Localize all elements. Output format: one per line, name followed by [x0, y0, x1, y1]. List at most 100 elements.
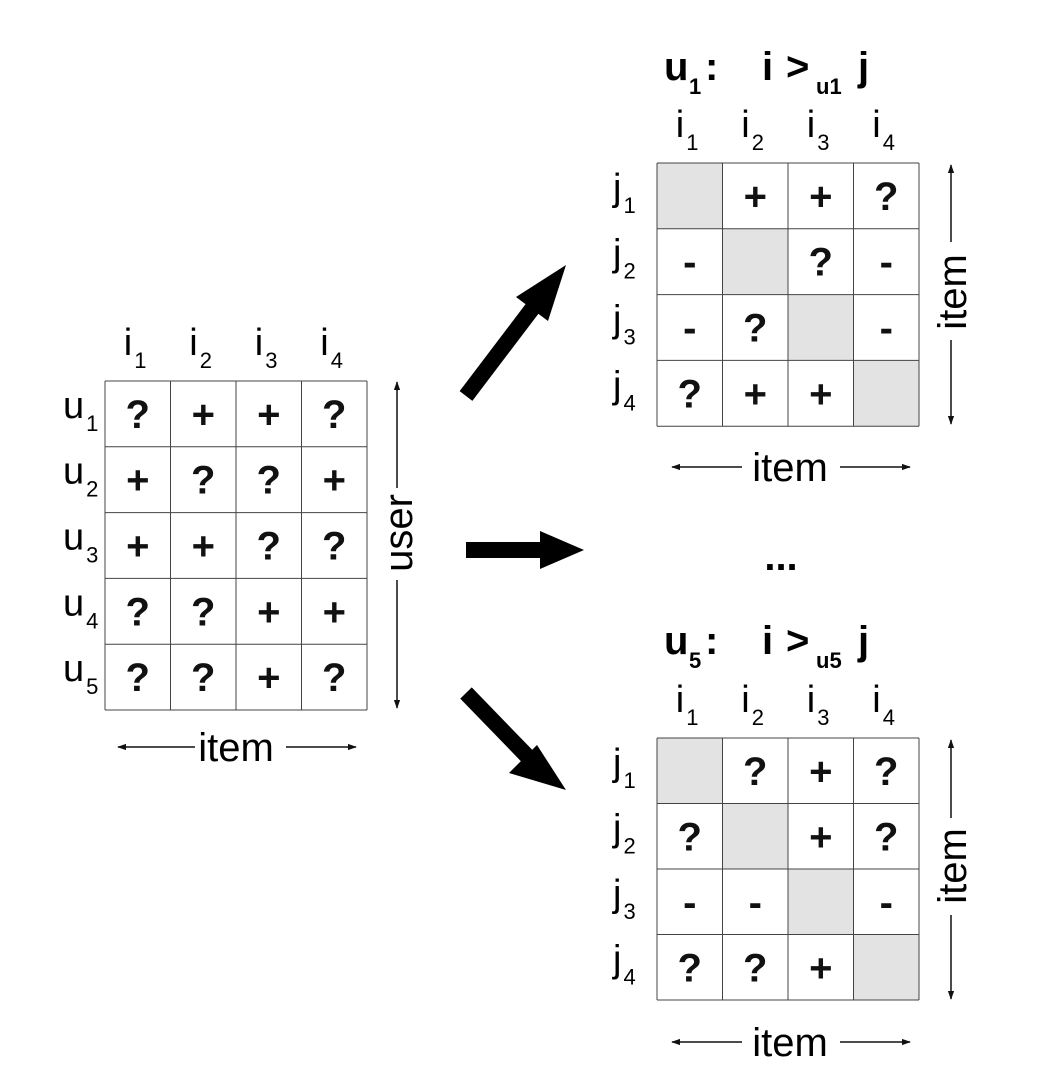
user-item-row-header: u4 — [63, 582, 98, 633]
svg-text:u 1 : i: u 1 : i > u1 j — [664, 45, 869, 103]
u1-cell — [788, 360, 854, 427]
u5-cell-value: ? — [678, 946, 702, 990]
u1-cell-value: + — [744, 175, 767, 219]
user-item-cell — [301, 644, 367, 710]
u5-cell — [657, 934, 723, 1000]
u1-cell-value: + — [809, 372, 832, 416]
svg-text:u 5 : i: u 5 : i > u5 j — [664, 619, 869, 677]
u1-x-axis-label: item — [752, 446, 828, 490]
user-item-cell — [105, 381, 171, 447]
u1-col-header: i2 — [741, 104, 764, 155]
u5-cell — [722, 869, 788, 935]
u1-diagonal-cell — [657, 163, 723, 229]
u1-cell-value: - — [683, 241, 696, 285]
user-item-cell-value: + — [192, 393, 215, 437]
user-item-col-header: i4 — [320, 322, 343, 373]
user-item-cell — [170, 644, 236, 710]
u5-cell-value: + — [809, 946, 832, 990]
user-item-row-header: u1 — [63, 385, 98, 436]
u1-cell — [657, 228, 723, 295]
u5-axes: item item — [671, 739, 975, 1065]
u1-cell-value: - — [880, 241, 893, 285]
u1-row-header: j1 — [612, 167, 636, 218]
u5-cell-value: - — [683, 881, 696, 925]
user-item-cell — [105, 644, 171, 710]
u5-cell-value: ? — [743, 946, 767, 990]
user-item-cell — [301, 446, 367, 513]
u1-cell-value: - — [683, 307, 696, 351]
user-item-cell-value: ? — [126, 393, 150, 437]
user-item-col-header: i2 — [189, 322, 212, 373]
user-item-row-header: u2 — [63, 451, 98, 502]
user-item-cell-value: + — [126, 525, 149, 569]
u1-row-header: j2 — [612, 233, 636, 284]
user-item-cell — [236, 381, 302, 447]
u5-col-header: i1 — [676, 679, 699, 730]
u5-cell-value: - — [880, 881, 893, 925]
user-item-cell-value: + — [257, 393, 280, 437]
u5-title-relation-sub: u5 — [816, 648, 842, 673]
u1-row-header: j4 — [612, 364, 636, 415]
u1-axes: item item — [671, 164, 975, 490]
u1-col-header: i3 — [807, 104, 830, 155]
u1-y-axis-label: item — [931, 254, 975, 330]
user-item-cell — [105, 446, 171, 513]
u5-cell-value: ? — [743, 750, 767, 794]
u5-cell — [853, 869, 919, 935]
user-item-cell-value: + — [257, 656, 280, 700]
u5-title-user-index: 5 — [689, 648, 701, 673]
user-item-cell-value: + — [192, 525, 215, 569]
u5-cell — [788, 738, 854, 804]
u5-col-header: i3 — [807, 679, 830, 730]
u1-diagonal-cell — [722, 228, 788, 295]
user-item-cell — [170, 446, 236, 513]
u1-cell-value: - — [880, 307, 893, 351]
u1-cell — [853, 163, 919, 229]
u5-row-header: j2 — [612, 807, 636, 858]
user-item-matrix-axes: item user — [117, 381, 421, 770]
u5-cell-value: ? — [874, 750, 898, 794]
u1-cell-value: ? — [678, 372, 702, 416]
user-item-col-header: i3 — [255, 322, 278, 373]
u5-diagonal-cell — [657, 738, 723, 804]
u5-col-header: i2 — [741, 679, 764, 730]
u1-cell — [853, 228, 919, 295]
u1-row-header: j3 — [612, 299, 636, 350]
user-item-cell-value: + — [257, 590, 280, 634]
user-item-cell — [301, 512, 367, 579]
u1-diagonal-cell — [853, 360, 919, 427]
u5-diagonal-cell — [853, 934, 919, 1000]
u1-cell — [853, 294, 919, 361]
user-item-col-header: i1 — [124, 322, 147, 373]
u1-cell — [722, 163, 788, 229]
u1-cell-value: + — [809, 175, 832, 219]
user-item-cell-value: ? — [126, 656, 150, 700]
u1-col-header: i1 — [676, 104, 699, 155]
u1-title-left: i — [762, 45, 773, 89]
u5-cell — [722, 738, 788, 804]
user-item-cell — [301, 578, 367, 645]
u5-cell — [853, 738, 919, 804]
u5-x-axis-label: item — [752, 1021, 828, 1065]
user-item-cell — [170, 578, 236, 645]
user-item-cell-value: + — [323, 590, 346, 634]
u5-cell — [853, 803, 919, 869]
user-item-cell-value: ? — [191, 656, 215, 700]
ellipsis: ... — [764, 535, 797, 579]
u1-diagonal-cell — [788, 294, 854, 361]
u5-title: u 5 : i > u5 j — [664, 619, 869, 677]
u1-cell — [657, 294, 723, 361]
u5-col-header: i4 — [872, 679, 895, 730]
user-item-cell-value: ? — [191, 590, 215, 634]
user-item-row-header: u5 — [63, 648, 98, 699]
user-item-cell-value: ? — [191, 459, 215, 503]
user-item-cell-value: + — [323, 459, 346, 503]
u5-cell-value: ? — [678, 815, 702, 859]
u5-diagonal-cell — [788, 869, 854, 935]
user-item-cell — [236, 512, 302, 579]
u1-title: u 1 : i > u1 j — [664, 45, 869, 103]
u1-cell — [722, 360, 788, 427]
u5-title-right: j — [857, 619, 869, 663]
u1-title-relation-sub: u1 — [816, 74, 842, 99]
u5-title-colon: : — [705, 619, 718, 663]
